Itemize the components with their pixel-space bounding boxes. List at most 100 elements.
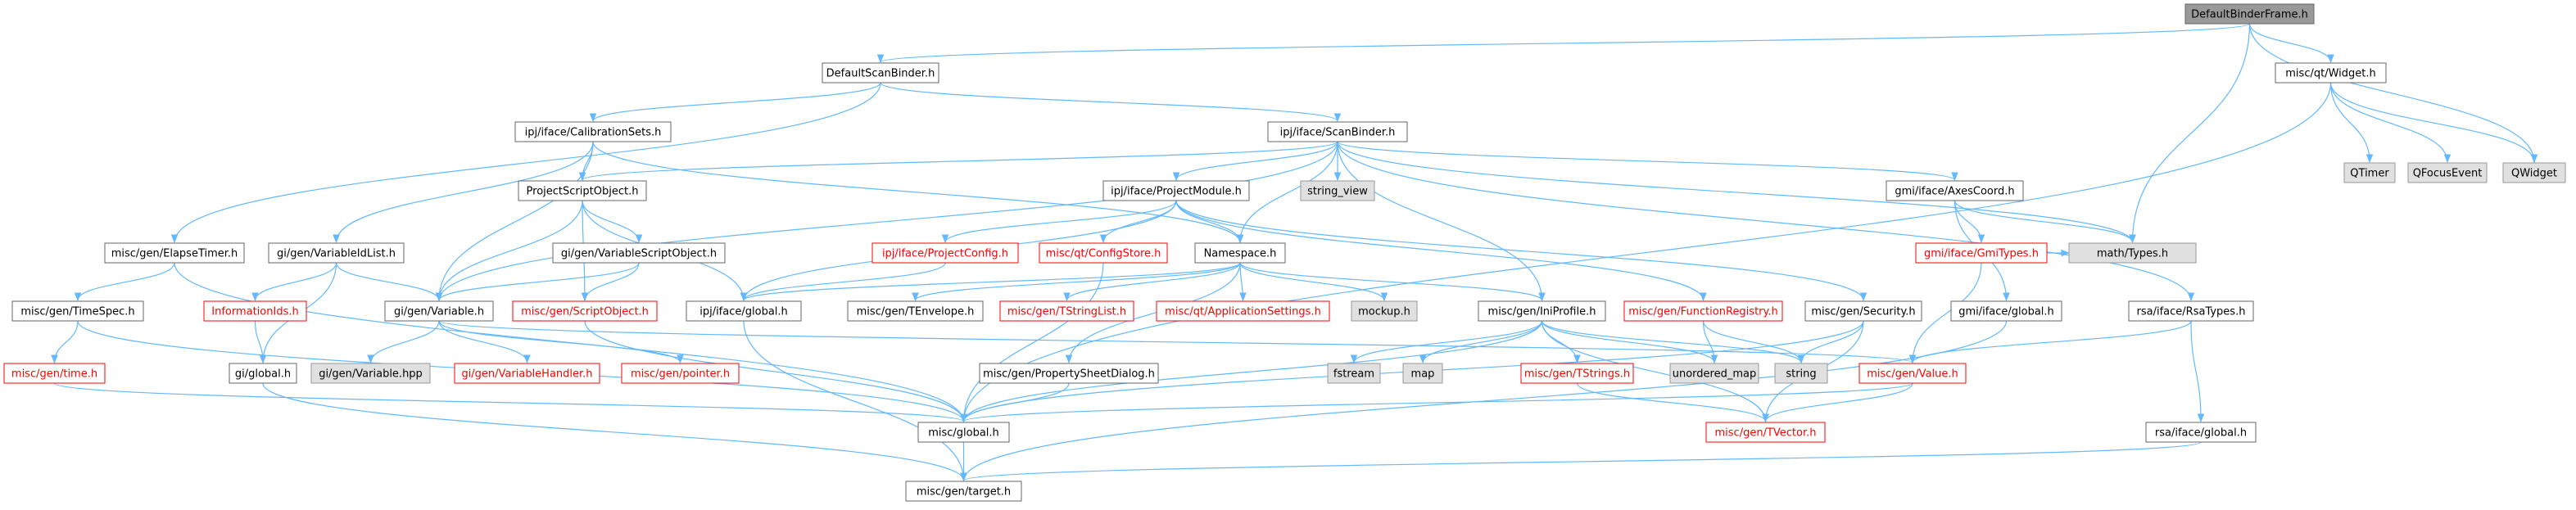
node-variable-script-object[interactable]: gi/gen/VariableScriptObject.h: [552, 242, 726, 264]
node-label: ipj/iface/CalibrationSets.h: [525, 127, 662, 139]
node-label: gi/global.h: [235, 368, 291, 381]
node-function-registry[interactable]: misc/gen/FunctionRegistry.h: [1623, 300, 1783, 322]
node-property-sheet-dialog[interactable]: misc/gen/PropertySheetDialog.h: [979, 363, 1159, 384]
node-label: gmi/iface/GmiTypes.h: [1924, 248, 2039, 260]
edge-default-scan-binder-to-scan-binder: [880, 82, 1342, 123]
edge-gen-time-to-misc-global: [53, 382, 967, 423]
edge-namespace-to-ipj-global: [740, 262, 1241, 302]
node-label: misc/gen/pointer.h: [631, 368, 730, 381]
edge-gi-variable-to-variable-hpp: [367, 320, 440, 364]
edge-namespace-to-mockup: [1239, 262, 1388, 302]
node-box: [104, 242, 245, 264]
node-box: [1669, 363, 1759, 384]
node-variable-id-list[interactable]: gi/gen/VariableIdList.h: [268, 242, 405, 264]
edge-namespace-to-application-settings: [1239, 262, 1247, 302]
edge-qt-widget-to-qfocus-event: [2329, 82, 2452, 164]
node-tstring-list[interactable]: misc/gen/TStringList.h: [999, 300, 1134, 322]
node-gi-global[interactable]: gi/global.h: [229, 363, 297, 384]
edge-time-spec-to-gen-time: [51, 320, 79, 364]
node-config-store[interactable]: misc/qt/ConfigStore.h: [1039, 242, 1168, 264]
node-value[interactable]: misc/gen/Value.h: [1858, 363, 1967, 384]
node-label: misc/gen/Security.h: [1811, 306, 1915, 318]
node-qfocus-event: QFocusEvent: [2407, 162, 2488, 183]
node-label: misc/qt/ApplicationSettings.h: [1165, 306, 1321, 318]
edge-gi-variable-to-variable-handler: [438, 320, 531, 364]
node-label: InformationIds.h: [211, 306, 298, 318]
node-project-module[interactable]: ipj/iface/ProjectModule.h: [1102, 180, 1250, 201]
node-label: misc/gen/ScriptObject.h: [521, 306, 649, 318]
node-axes-coord[interactable]: gmi/iface/AxesCoord.h: [1886, 180, 2024, 201]
node-box: [2502, 162, 2566, 183]
node-default-binder-frame[interactable]: DefaultBinderFrame.h: [2184, 3, 2315, 25]
edge-rsa-global-to-target: [960, 441, 2202, 482]
node-box: [512, 300, 658, 322]
node-calibration-sets[interactable]: ipj/iface/CalibrationSets.h: [514, 121, 672, 142]
edge-variable-script-object-to-gi-variable: [435, 262, 640, 302]
node-gi-variable[interactable]: gi/gen/Variable.h: [384, 300, 494, 322]
node-namespace[interactable]: Namespace.h: [1194, 242, 1286, 264]
node-gen-time[interactable]: misc/gen/time.h: [3, 363, 106, 384]
node-gmi-global[interactable]: gmi/iface/global.h: [1950, 300, 2062, 322]
node-target[interactable]: misc/gen/target.h: [905, 481, 1022, 502]
node-box: [2184, 3, 2315, 25]
node-elapse-timer[interactable]: misc/gen/ElapseTimer.h: [104, 242, 245, 264]
node-box: [1623, 300, 1783, 322]
node-project-script-object[interactable]: ProjectScriptObject.h: [518, 180, 647, 201]
edge-gi-variable-to-pointer: [438, 320, 684, 364]
edge-project-module-to-namespace: [1175, 200, 1244, 244]
node-label: ipj/iface/ProjectConfig.h: [882, 248, 1008, 260]
node-information-ids[interactable]: InformationIds.h: [203, 300, 307, 322]
node-rsa-types[interactable]: rsa/iface/RsaTypes.h: [2128, 300, 2254, 322]
edge-scan-binder-to-rsa-types: [1337, 141, 2195, 302]
node-box: [1804, 300, 1922, 322]
node-script-object[interactable]: misc/gen/ScriptObject.h: [512, 300, 658, 322]
node-label: misc/gen/TVector.h: [1715, 427, 1817, 440]
node-time-spec[interactable]: misc/gen/TimeSpec.h: [11, 300, 144, 322]
node-scan-binder[interactable]: ipj/iface/ScanBinder.h: [1267, 121, 1408, 142]
edge-project-script-object-to-variable-script-object: [582, 200, 643, 244]
edge-scan-binder-to-gi-variable: [435, 141, 1338, 302]
edge-project-module-to-config-store: [1099, 200, 1177, 244]
node-variable-hpp: gi/gen/Variable.hpp: [310, 363, 431, 384]
node-pointer[interactable]: misc/gen/pointer.h: [621, 363, 740, 384]
node-qtimer: QTimer: [2343, 162, 2396, 183]
node-gmi-types[interactable]: gmi/iface/GmiTypes.h: [1915, 242, 2048, 264]
node-variable-handler[interactable]: gi/gen/VariableHandler.h: [454, 363, 600, 384]
edge-namespace-to-tstring-list: [1063, 262, 1241, 302]
node-project-config[interactable]: ipj/iface/ProjectConfig.h: [871, 242, 1019, 264]
node-ini-profile[interactable]: misc/gen/IniProfile.h: [1478, 300, 1606, 322]
node-default-scan-binder[interactable]: DefaultScanBinder.h: [822, 62, 939, 83]
node-box: [621, 363, 740, 384]
node-label: misc/qt/Widget.h: [2285, 68, 2375, 80]
node-qt-widget[interactable]: misc/qt/Widget.h: [2275, 62, 2387, 83]
node-label: misc/gen/PropertySheetDialog.h: [983, 368, 1155, 381]
node-label: misc/global.h: [928, 427, 999, 440]
node-label: gi/gen/Variable.h: [394, 306, 484, 318]
node-box: [2128, 300, 2254, 322]
node-box: [1915, 242, 2048, 264]
edge-ini-profile-to-map: [1419, 320, 1543, 364]
node-label: string: [1786, 368, 1816, 381]
node-label: misc/gen/target.h: [917, 486, 1011, 499]
node-box: [11, 300, 144, 322]
node-label: misc/qt/ConfigStore.h: [1046, 248, 1161, 260]
node-box: [3, 363, 106, 384]
node-rsa-global[interactable]: rsa/iface/global.h: [2145, 422, 2257, 443]
node-label: DefaultBinderFrame.h: [2191, 9, 2308, 21]
edge-default-scan-binder-to-calibration-sets: [589, 82, 881, 123]
node-application-settings[interactable]: misc/qt/ApplicationSettings.h: [1156, 300, 1330, 322]
node-label: ProjectScriptObject.h: [527, 186, 639, 198]
node-security[interactable]: misc/gen/Security.h: [1804, 300, 1922, 322]
node-tstrings[interactable]: misc/gen/TStrings.h: [1520, 363, 1634, 384]
node-tvector[interactable]: misc/gen/TVector.h: [1705, 422, 1826, 443]
edge-rsa-types-to-rsa-global: [2190, 320, 2205, 423]
node-tenvelope[interactable]: misc/gen/TEnvelope.h: [847, 300, 984, 322]
node-ipj-global[interactable]: ipj/iface/global.h: [686, 300, 802, 322]
node-label: gmi/iface/global.h: [1958, 306, 2054, 318]
node-box: [1300, 180, 1375, 201]
node-label: unordered_map: [1673, 368, 1757, 381]
node-misc-global[interactable]: misc/global.h: [917, 422, 1010, 443]
node-box: [514, 121, 672, 142]
node-label: misc/gen/time.h: [11, 368, 97, 381]
